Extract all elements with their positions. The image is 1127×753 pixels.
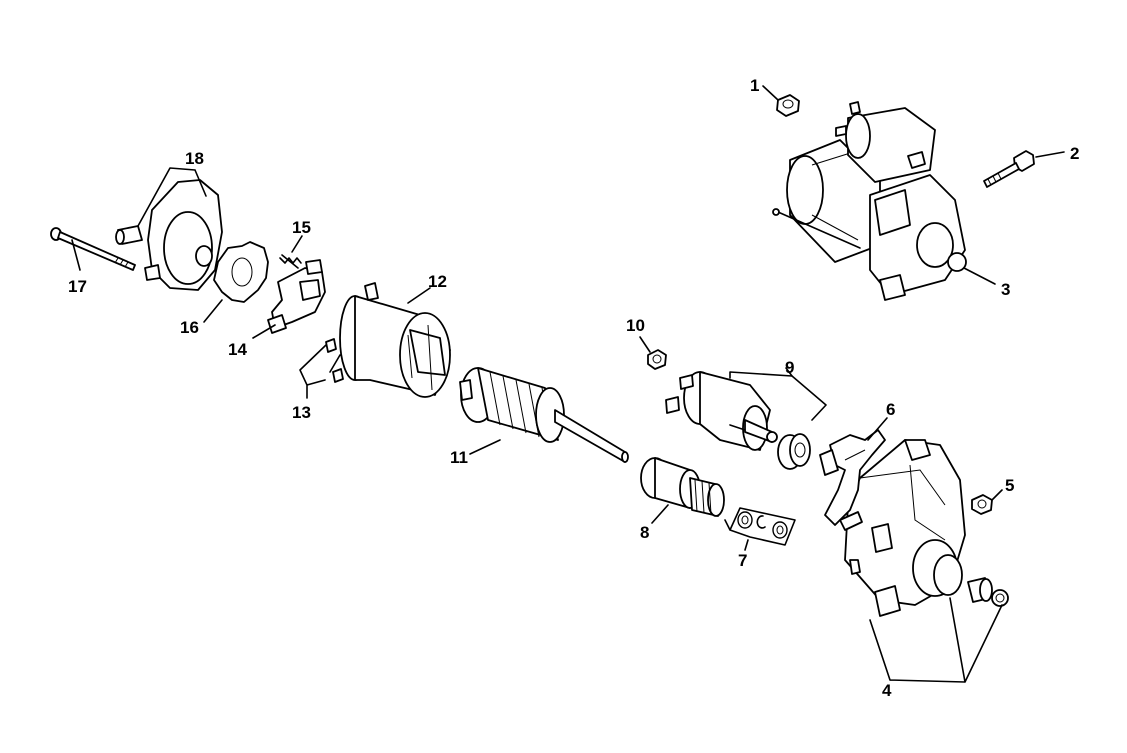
part-5-nut [971,494,993,515]
callout-1: 1 [750,76,759,95]
callout-2: 2 [1070,144,1079,163]
callout-11: 11 [450,448,468,467]
callout-8: 8 [640,523,649,542]
callout-17: 17 [68,277,87,296]
callout-13: 13 [292,403,311,422]
callout-labels: 1 2 3 4 5 6 7 8 9 10 11 12 13 14 15 16 1… [68,76,1079,700]
part-18-end-frame [115,179,223,291]
part-6-shift-lever [819,429,886,531]
callout-12: 12 [428,272,447,291]
part-11-armature [459,367,629,463]
callout-4: 4 [882,681,892,700]
callout-6: 6 [886,400,895,419]
leader-lines [71,85,1065,683]
part-15-spring [279,254,302,269]
part-4-drive-housing [844,439,1009,617]
part-9-plunger [777,433,811,470]
callout-9: 9 [785,358,794,377]
part-3-starter-assembly [772,101,967,301]
callout-7: 7 [738,551,747,570]
part-1-nut [776,94,800,117]
part-12-yoke [329,282,451,398]
part-14-brush-holder [267,259,326,334]
callout-10: 10 [626,316,645,335]
callout-5: 5 [1005,476,1014,495]
part-8-pinion-clutch [640,457,725,517]
callout-18: 18 [185,149,204,168]
part-16-insulator-plate [213,241,269,303]
callout-3: 3 [1001,280,1010,299]
part-9-solenoid [665,371,778,451]
part-10-nut [647,349,667,370]
part-13-brushes [325,338,344,383]
callout-16: 16 [180,318,199,337]
callout-15: 15 [292,218,311,237]
callout-14: 14 [228,340,247,359]
part-17-through-bolt [50,227,136,271]
part-2-bolt [983,150,1035,188]
part-7-washers [737,511,788,539]
